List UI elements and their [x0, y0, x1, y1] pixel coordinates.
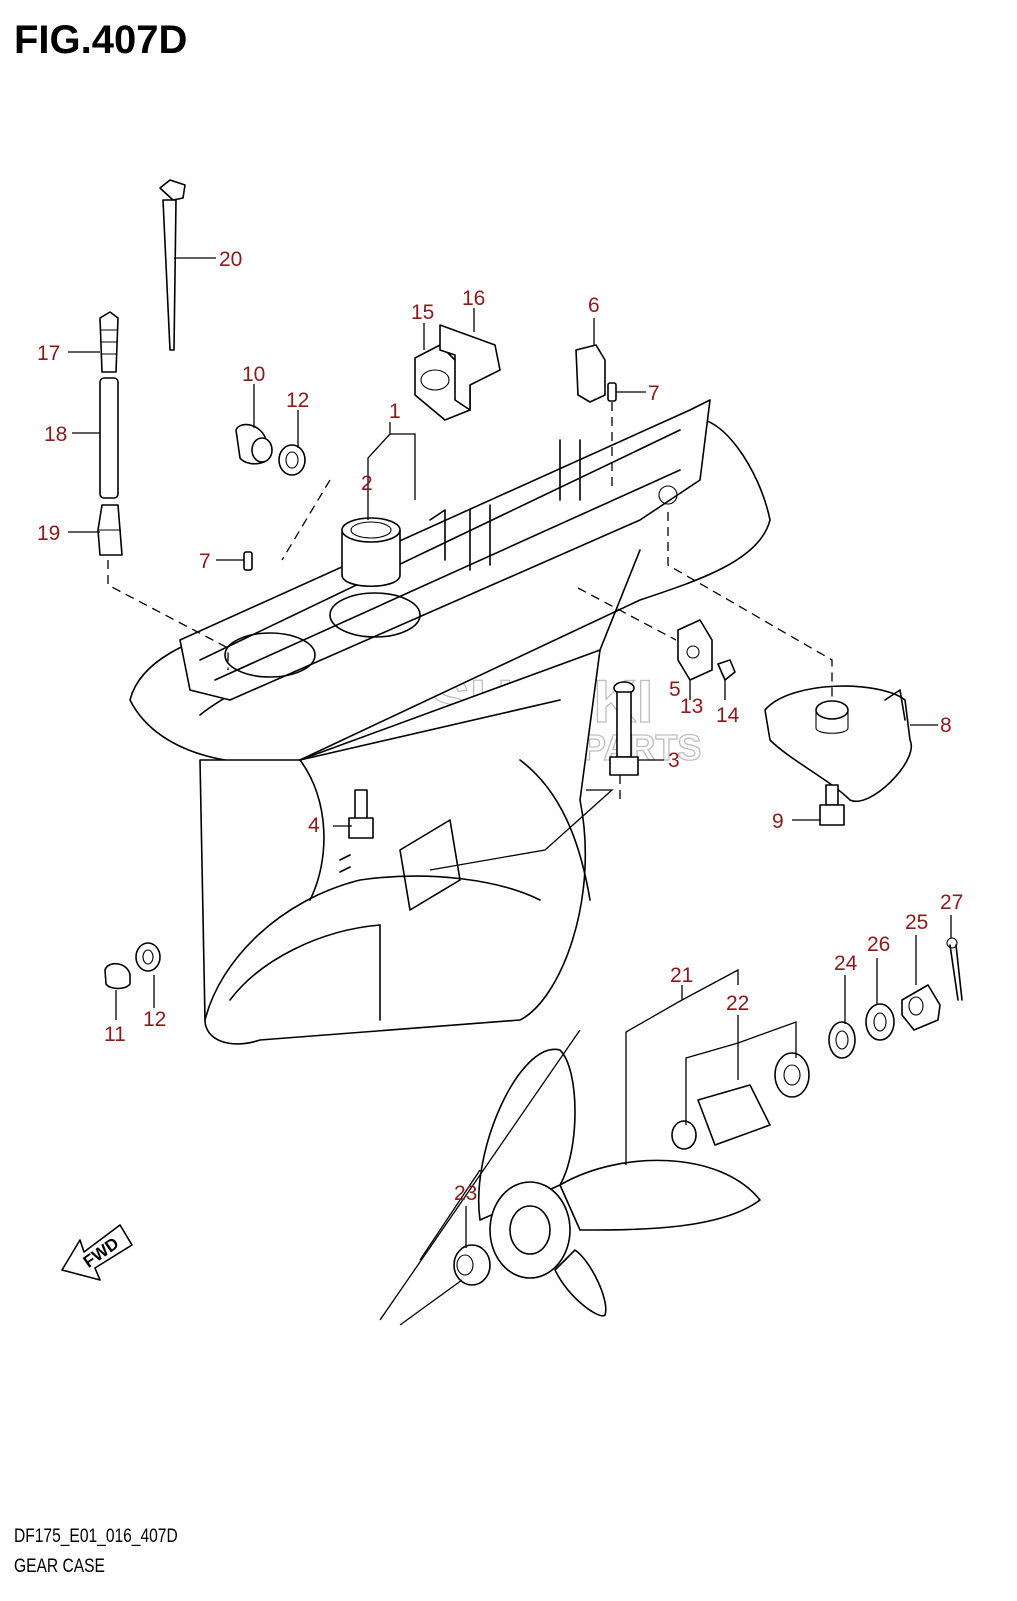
callout-17: 17: [37, 342, 60, 365]
washer-part-12: [278, 444, 306, 476]
bolt-part-3: [609, 681, 639, 776]
washer-part-26: [865, 1003, 895, 1041]
bracket-part-5: [677, 619, 713, 681]
cotter-pin-part-27: [946, 937, 963, 1001]
pin-part-7-right: [607, 382, 617, 402]
callout-12-lower: 12: [143, 1008, 166, 1031]
washer-part-12-lower: [135, 942, 161, 972]
callout-2: 2: [361, 472, 373, 495]
fitting-part-19: [97, 504, 123, 556]
callout-13: 13: [680, 695, 703, 718]
callout-22: 22: [726, 992, 749, 1015]
diagram-name: GEAR CASE: [14, 1556, 105, 1577]
callout-25: 25: [905, 911, 928, 934]
nut-part-25: [901, 984, 941, 1031]
leader-lines: [68, 257, 952, 1248]
callout-10: 10: [242, 363, 265, 386]
callout-12-upper: 12: [286, 389, 309, 412]
pin-part-7-left: [243, 551, 253, 571]
callout-18: 18: [44, 423, 67, 446]
callout-27: 27: [940, 891, 963, 914]
callout-7-right: 7: [648, 382, 660, 405]
callout-8: 8: [940, 714, 952, 737]
callout-9: 9: [772, 810, 784, 833]
callout-11: 11: [104, 1023, 126, 1046]
plug-part-11: [104, 962, 131, 990]
callout-7-left: 7: [199, 550, 211, 573]
tube-part-18: [99, 377, 119, 499]
spacer-part-23: [453, 1244, 491, 1286]
callout-labels: 1 2 3 4 5 6 7 7 8 9 10 11 12 12 13 14 15…: [37, 248, 963, 1205]
trim-tab-part-8: [764, 685, 913, 803]
plug-part-10: [235, 423, 273, 465]
alignment-lines: [107, 402, 833, 1326]
diagram-code: DF175_E01_016_407D: [14, 1526, 178, 1547]
thrust-parts-22: [671, 1052, 810, 1150]
callout-24: 24: [834, 952, 858, 975]
callout-3: 3: [668, 749, 680, 772]
callout-21: 21: [670, 964, 693, 987]
callout-4: 4: [308, 814, 320, 837]
callout-5: 5: [669, 678, 681, 701]
bolt-part-4: [348, 789, 374, 839]
callout-6: 6: [588, 294, 600, 317]
callout-26: 26: [867, 933, 890, 956]
callout-14: 14: [716, 704, 740, 727]
screw-part-14: [717, 659, 736, 681]
callout-19: 19: [37, 522, 60, 545]
fitting-part-17: [99, 311, 119, 373]
cable-tie-part-20: [159, 179, 186, 351]
fwd-arrow-icon: FWD: [61, 1224, 133, 1281]
bolt-part-9: [819, 784, 845, 826]
callout-23: 23: [454, 1182, 477, 1205]
callout-15: 15: [411, 301, 434, 324]
propeller-part-21: [478, 1048, 761, 1317]
cap-part-6: [575, 344, 606, 403]
callout-16: 16: [462, 287, 485, 310]
figure-title: FIG.407D: [14, 18, 188, 62]
bracket-part-16: [439, 324, 501, 411]
callout-20: 20: [219, 248, 242, 271]
callout-1: 1: [389, 400, 401, 423]
gear-case-housing: [129, 399, 771, 1045]
washer-part-24: [828, 1021, 856, 1059]
